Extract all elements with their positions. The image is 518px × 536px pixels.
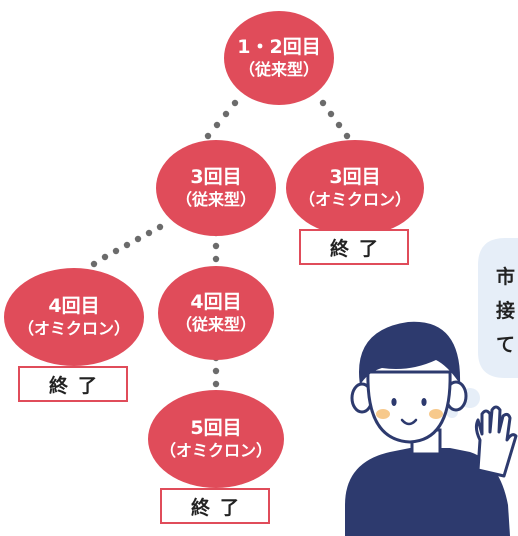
speech-bubble-text-line-1: 市 xyxy=(496,266,516,288)
node-dose-label: 4回目 xyxy=(48,295,100,318)
node-vaccine-type: （オミクロン） xyxy=(298,189,411,209)
node-vaccine-type: （従来型） xyxy=(238,59,319,79)
node-dose-label: 3回目 xyxy=(190,166,242,189)
speech-bubble-body xyxy=(478,238,518,378)
person-shirt xyxy=(345,448,510,536)
connector-n1-n3b xyxy=(319,99,351,140)
node-vaccine-type: （従来型） xyxy=(175,189,256,209)
node-vaccine-type: （従来型） xyxy=(175,314,256,334)
node-dose-3-omicron: 3回目 （オミクロン） xyxy=(286,140,424,236)
person-illustration xyxy=(345,321,518,536)
node-vaccine-type: （オミクロン） xyxy=(17,318,130,338)
node-dose-4-omicron: 4回目 （オミクロン） xyxy=(4,268,144,366)
node-dose-label: 5回目 xyxy=(190,417,242,440)
connector-n3a-n4a xyxy=(90,223,164,268)
end-badge-dose-5-omicron: 終了 xyxy=(160,488,270,524)
person-hand xyxy=(474,405,518,478)
person-hair xyxy=(359,321,461,385)
end-badge-dose-4-omicron: 終了 xyxy=(18,366,128,402)
node-dose-1-2: 1・2回目 （従来型） xyxy=(224,11,334,105)
node-dose-5-omicron: 5回目 （オミクロン） xyxy=(148,390,284,488)
person-mouth xyxy=(400,418,418,426)
person-face xyxy=(366,370,452,444)
speech-bubble-text-line-2: 接 xyxy=(496,300,516,322)
node-dose-label: 3回目 xyxy=(329,166,381,189)
end-badge-dose-3-omicron: 終了 xyxy=(299,229,409,265)
speech-bubble-text-line-3: て xyxy=(496,334,516,356)
connector-n1-n3a xyxy=(204,99,239,140)
node-dose-label: 1・2回目 xyxy=(237,36,321,59)
node-dose-4-traditional: 4回目 （従来型） xyxy=(158,266,274,360)
person-cheek-left xyxy=(376,409,390,419)
person-cheek-right xyxy=(429,409,443,419)
person-eye-left xyxy=(391,398,397,406)
node-vaccine-type: （オミクロン） xyxy=(159,440,272,460)
person-eye-right xyxy=(421,398,427,406)
node-dose-3-traditional: 3回目 （従来型） xyxy=(156,140,276,236)
node-dose-label: 4回目 xyxy=(190,291,242,314)
